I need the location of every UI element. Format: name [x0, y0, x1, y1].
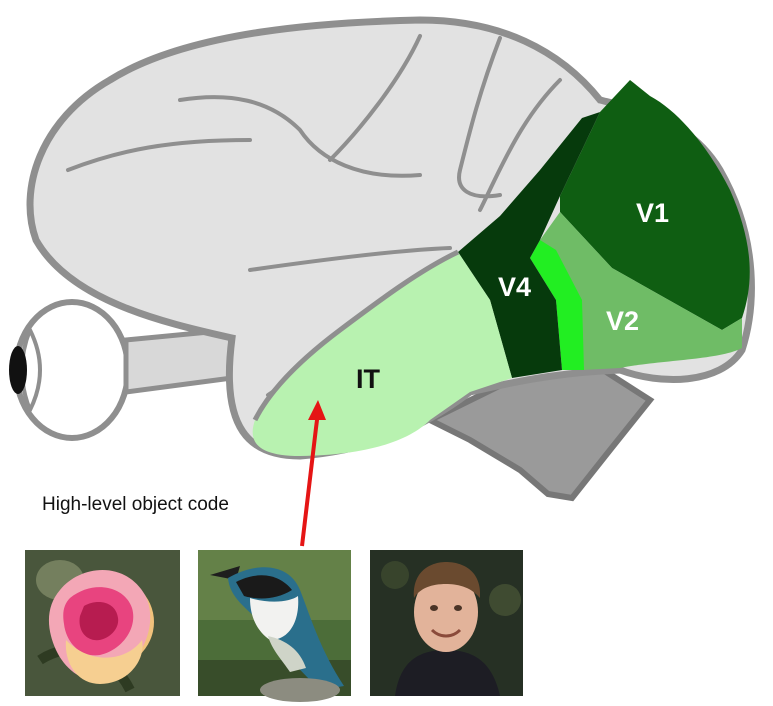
- red-arrow: [300, 400, 326, 547]
- rose-photo: [25, 550, 180, 696]
- region-v2: [540, 212, 742, 370]
- eye-icon: [9, 299, 131, 441]
- region-v1: [560, 80, 750, 330]
- optic-nerve: [123, 327, 235, 395]
- label-v2: V2: [606, 306, 639, 336]
- region-v4: [458, 112, 600, 378]
- bird-photo: [198, 550, 351, 702]
- face-photo: [370, 550, 523, 696]
- label-v1: V1: [636, 198, 669, 228]
- caption-high-level-object-code: High-level object code: [42, 494, 229, 515]
- label-v4: V4: [498, 272, 531, 302]
- region-v4-edge: [530, 240, 584, 370]
- label-it: IT: [356, 364, 381, 394]
